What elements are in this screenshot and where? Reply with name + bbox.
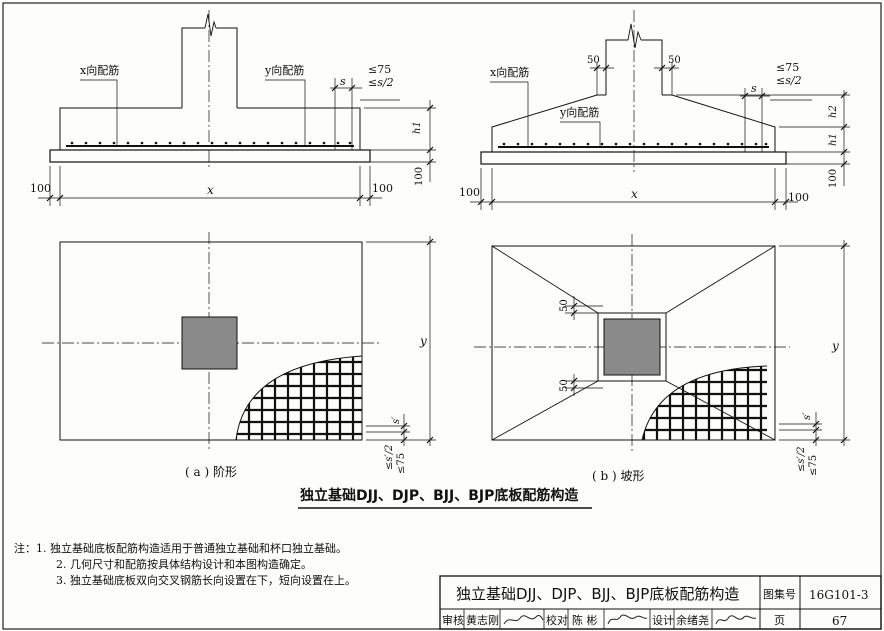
fig-b-y-rebar-label: y向配筋 [559, 105, 599, 119]
fig-a-dim-s-prime: s′ [391, 416, 402, 424]
figure-b-section-ticks [477, 64, 848, 206]
fig-a-dim-100-left: 100 [30, 182, 51, 195]
figure-b-rebar-dots [502, 142, 768, 146]
figure-title: 独立基础DJJ、DJP、BJJ、BJP底板配筋构造 [300, 487, 578, 504]
fig-a-dim-x: x [207, 183, 214, 197]
fig-a-dim-le75: ≤75 [368, 63, 391, 76]
fig-b-dim-100-left: 100 [459, 186, 480, 199]
design-label: 设计 [652, 614, 674, 627]
fig-b-dim-100-vertical: 100 [828, 169, 839, 188]
fig-b-dim-50-right: 50 [668, 55, 681, 66]
fig-b-dim-50-plan-bottom: 50 [559, 379, 570, 392]
fig-b-dim-50-left: 50 [587, 55, 600, 66]
fig-a-dim-h1: h1 [412, 121, 423, 134]
figure-b-plan-ticks [570, 242, 848, 444]
title-block [439, 575, 882, 630]
fig-a-caption: ( a ) 阶形 [185, 465, 237, 479]
check-signature [607, 614, 648, 625]
check-name: 陈 彬 [572, 613, 598, 627]
fig-b-dim-s: s [751, 82, 757, 95]
fig-a-dim-y: y [419, 334, 427, 348]
fig-a-break-curve [235, 355, 363, 441]
fig-b-dim-le75-bottom: ≤75 [808, 455, 819, 476]
fig-b-dim-50-plan-top: 50 [559, 299, 570, 312]
fig-b-dim-h1: h1 [828, 133, 839, 146]
review-signature [503, 615, 544, 625]
fig-a-y-rebar-label: y向配筋 [264, 63, 304, 77]
note-1: 注：1. 独立基础底板配筋构造适用于普通独立基础和杯口独立基础。 [14, 542, 347, 555]
fig-b-x-rebar-label: x向配筋 [490, 65, 529, 79]
atlas-number: 16G101-3 [809, 588, 868, 602]
fig-b-column [603, 318, 661, 376]
fig-b-break-curve [641, 365, 768, 441]
fig-b-rebar-mesh [642, 366, 767, 440]
figure-a-section [38, 10, 436, 206]
fig-a-dim-100-vertical: 100 [414, 167, 425, 186]
figure-b-section [470, 10, 850, 210]
fig-b-dim-x: x [631, 187, 638, 201]
fig-b-dim-le75: ≤75 [776, 61, 799, 74]
fig-b-dim-s-prime-half: ≤s′/2 [796, 446, 807, 472]
figure-a-plan [42, 232, 436, 452]
review-name: 黄志刚 [466, 613, 499, 627]
atlas-label: 图集号 [763, 587, 796, 601]
fig-a-dim-s: s [340, 75, 346, 88]
fig-a-dim-le-s2: ≤s/2 [368, 76, 394, 89]
fig-b-dim-100-right: 100 [788, 191, 809, 204]
figure-b-plan [474, 234, 850, 452]
check-label: 校对 [546, 613, 568, 627]
note-2: 2. 几何尺寸和配筋按具体结构设计和本图构造确定。 [56, 558, 312, 571]
fig-a-dim-100-right: 100 [372, 182, 393, 195]
design-signature [715, 615, 757, 625]
fig-a-column [181, 316, 238, 370]
page-label: 页 [774, 614, 785, 627]
review-label: 审核 [442, 613, 464, 627]
fig-b-dim-le-s2: ≤s/2 [776, 74, 802, 87]
fig-b-dim-h2: h2 [828, 105, 839, 118]
design-name: 余绪尧 [676, 613, 709, 627]
fig-a-dim-s-prime-half: ≤s′/2 [384, 444, 395, 470]
page-number: 67 [832, 614, 847, 628]
fig-b-caption: ( b ) 坡形 [592, 469, 645, 483]
figure-a-section-ticks [46, 84, 434, 202]
fig-a-dim-le75-bottom: ≤75 [396, 453, 407, 474]
title-block-title: 独立基础DJJ、DJP、BJJ、BJP底板配筋构造 [456, 585, 739, 603]
figure-a-plan-ticks [400, 238, 434, 444]
fig-b-dim-s-prime: s′ [802, 412, 813, 420]
figure-a-rebar-dots [70, 141, 352, 145]
note-3: 3. 独立基础底板双向交叉钢筋长向设置在下，短向设置在上。 [56, 574, 356, 587]
fig-a-x-rebar-label: x向配筋 [80, 63, 119, 77]
fig-b-dim-y: y [831, 339, 839, 353]
